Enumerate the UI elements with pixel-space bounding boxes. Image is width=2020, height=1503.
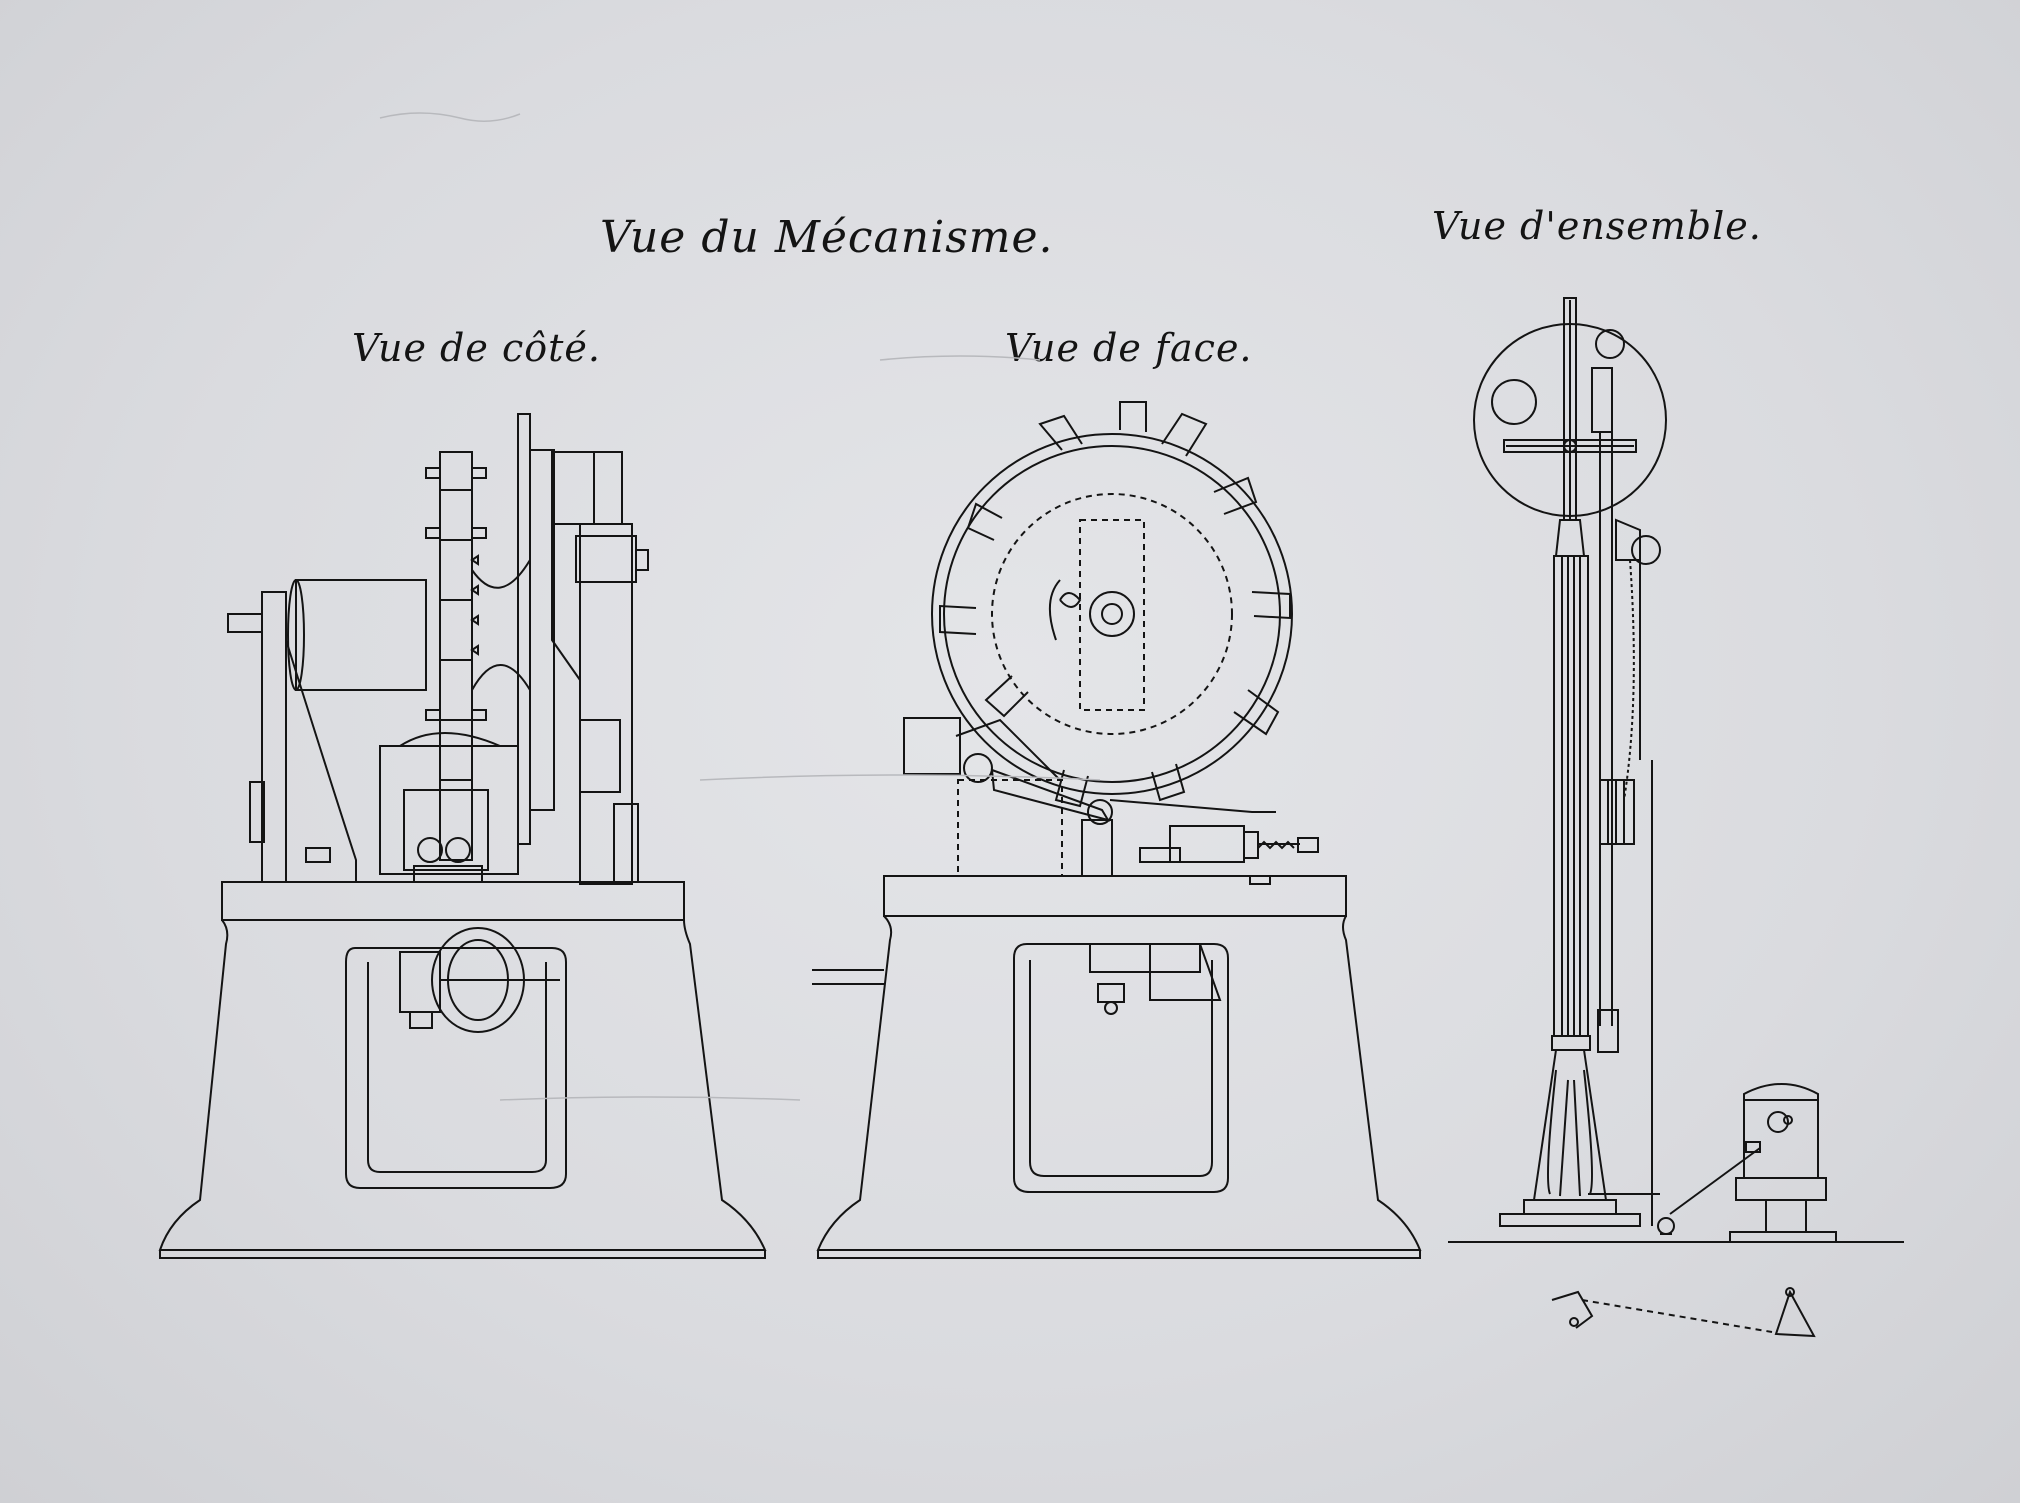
overall-view-linkage [1448,1148,1904,1242]
side-view-frame [228,592,356,882]
side-view-right-post [552,452,648,884]
side-view-mechanism [160,414,765,1258]
overall-view-lantern [1730,1084,1836,1242]
overall-view-title: Vue d'ensemble. [1432,204,1762,248]
front-view-wheel [932,434,1292,794]
side-view-lower-gearing [380,733,518,882]
bleed-through-marks [380,113,1100,1100]
front-view-lever [904,718,1318,884]
side-view-drum [288,580,426,690]
front-view-bracket [1090,944,1220,1014]
main-title: Vue du Mécanisme. [600,212,1054,263]
overall-view-post [1500,520,1640,1226]
front-view-title: Vue de face. [1005,326,1253,370]
overall-view-disc [1474,298,1666,520]
side-view-title: Vue de côté. [352,326,601,370]
front-view-pedestal [812,876,1420,1258]
overall-view-plan-diagram [1552,1288,1814,1336]
side-view-cam-plate [472,414,554,844]
overall-view-signal [1448,298,1904,1336]
side-view-lower-pulley [400,928,560,1032]
overall-view-rods [1598,432,1660,1226]
side-view-ratchet-column [426,452,486,860]
side-view-pedestal [160,882,765,1258]
front-view-paddles [940,402,1290,806]
front-view-mechanism [812,402,1420,1258]
